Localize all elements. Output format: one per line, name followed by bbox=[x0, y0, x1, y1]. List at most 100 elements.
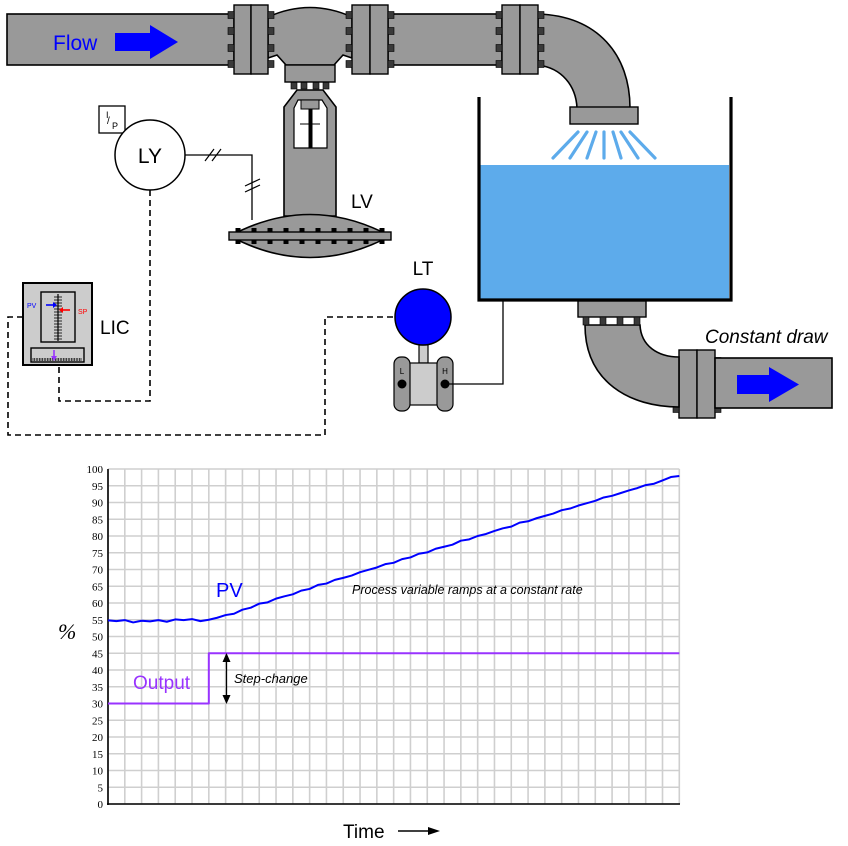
lt-head bbox=[394, 288, 452, 346]
diaphragm-bolt bbox=[299, 228, 305, 232]
lic-pv-label: PV bbox=[27, 303, 37, 310]
flange-bolt bbox=[227, 27, 235, 35]
stem-connector bbox=[300, 99, 320, 110]
flange-bolt bbox=[345, 60, 353, 68]
y-tick-label: 40 bbox=[92, 665, 104, 677]
flange-bolt bbox=[267, 11, 275, 19]
flange-bolt bbox=[387, 44, 395, 52]
lic-sp-label: SP bbox=[78, 309, 88, 316]
series-line-pv bbox=[107, 475, 680, 624]
flange-bolt bbox=[537, 11, 545, 19]
flange-bolt bbox=[495, 11, 503, 19]
mid-pipe bbox=[387, 13, 503, 66]
y-tick-label: 45 bbox=[92, 648, 104, 660]
sp-pointer-icon bbox=[59, 307, 63, 313]
spray-icon bbox=[551, 130, 657, 160]
flange-plate bbox=[351, 4, 371, 75]
flange-bolt bbox=[387, 60, 395, 68]
diaphragm-bolt bbox=[331, 240, 337, 244]
lt-low-port-icon bbox=[397, 379, 407, 389]
flange-bolt bbox=[495, 27, 503, 35]
lic-label: LIC bbox=[100, 318, 130, 339]
ramp-annotation: Process variable ramps at a constant rat… bbox=[352, 583, 583, 597]
flange-bolt bbox=[345, 11, 353, 19]
bonnet-bolt bbox=[312, 81, 320, 90]
flange-bolt bbox=[227, 11, 235, 19]
diaphragm-bolt bbox=[347, 228, 353, 232]
y-tick-label: 100 bbox=[87, 464, 104, 476]
trend-chart: 0510152025303540455055606570758085909510… bbox=[58, 464, 681, 843]
ly-label: LY bbox=[138, 145, 162, 168]
tank-wall bbox=[477, 97, 733, 302]
diaphragm-bolt bbox=[267, 228, 273, 232]
tank-water bbox=[480, 165, 729, 299]
valve-body bbox=[267, 6, 353, 66]
impulse-line bbox=[449, 301, 504, 385]
step-change-arrow-icon bbox=[222, 653, 231, 704]
chart-y-tick-labels: 0510152025303540455055606570758085909510… bbox=[87, 464, 104, 811]
y-axis-label: % bbox=[58, 619, 76, 644]
ip-label-slash: / bbox=[107, 116, 110, 127]
bonnet-bolt bbox=[300, 81, 308, 90]
flange-plate bbox=[519, 4, 539, 75]
outlet-flange-bolts bbox=[582, 316, 641, 326]
diaphragm-bolt bbox=[283, 240, 289, 244]
y-tick-label: 80 bbox=[92, 531, 104, 543]
diaphragm-bolt bbox=[251, 240, 257, 244]
lv-label: LV bbox=[351, 192, 373, 213]
signal-line-lt-to-lic bbox=[7, 316, 395, 436]
diaphragm-bolt bbox=[331, 228, 337, 232]
lt-high-port-label: H bbox=[442, 367, 448, 376]
lt-high-port-icon bbox=[440, 379, 450, 389]
diaphragm-bolt bbox=[363, 240, 369, 244]
inlet-elbow bbox=[537, 13, 631, 109]
y-tick-label: 65 bbox=[92, 581, 104, 593]
diaphragm-bolt bbox=[251, 228, 257, 232]
flange-bolt bbox=[537, 44, 545, 52]
level-transmitter-lt[interactable]: L H bbox=[393, 288, 454, 412]
flange-bolt bbox=[227, 44, 235, 52]
y-tick-label: 10 bbox=[92, 766, 104, 778]
diaphragm-bolt bbox=[267, 240, 273, 244]
flange-bolt bbox=[495, 44, 503, 52]
flange-bolt bbox=[537, 60, 545, 68]
flange-bolt bbox=[582, 316, 590, 326]
constant-draw-label: Constant draw bbox=[705, 327, 829, 348]
bonnet-bolt bbox=[322, 81, 330, 90]
diaphragm-bolts bbox=[235, 228, 385, 244]
series-line-output bbox=[108, 652, 680, 705]
flange-bolt bbox=[267, 44, 275, 52]
lic-scale-ticks bbox=[54, 296, 62, 340]
flange-bolt bbox=[267, 60, 275, 68]
ip-box bbox=[98, 105, 126, 134]
y-tick-label: 70 bbox=[92, 565, 104, 577]
electric-signal-line bbox=[185, 148, 261, 220]
flange-bolt bbox=[633, 316, 641, 326]
valve-stem bbox=[308, 109, 313, 148]
diaphragm-bolt bbox=[347, 240, 353, 244]
chart-series bbox=[107, 475, 680, 705]
y-tick-label: 50 bbox=[92, 632, 104, 644]
y-tick-label: 20 bbox=[92, 732, 104, 744]
lic-controller[interactable]: PV SP bbox=[22, 282, 93, 366]
ip-label-top: I bbox=[106, 110, 109, 120]
flange-bolt bbox=[267, 27, 275, 35]
y-tick-label: 0 bbox=[98, 799, 104, 811]
flange-bolt bbox=[345, 44, 353, 52]
y-tick-label: 95 bbox=[92, 481, 104, 493]
flange-plate bbox=[233, 4, 252, 75]
pipe-flanges bbox=[233, 4, 716, 419]
y-tick-label: 55 bbox=[92, 615, 104, 627]
output-annotation: Output bbox=[133, 673, 191, 694]
flange-plate bbox=[696, 349, 716, 419]
flow-label: Flow bbox=[53, 32, 98, 55]
y-tick-label: 5 bbox=[98, 782, 104, 794]
y-tick-label: 85 bbox=[92, 514, 104, 526]
flange-bolt bbox=[599, 316, 607, 326]
y-tick-label: 90 bbox=[92, 498, 104, 510]
diaphragm-flange bbox=[228, 231, 392, 241]
diaphragm-bolt bbox=[315, 240, 321, 244]
nozzle-flange bbox=[569, 106, 639, 125]
pv-annotation: PV bbox=[216, 580, 243, 602]
